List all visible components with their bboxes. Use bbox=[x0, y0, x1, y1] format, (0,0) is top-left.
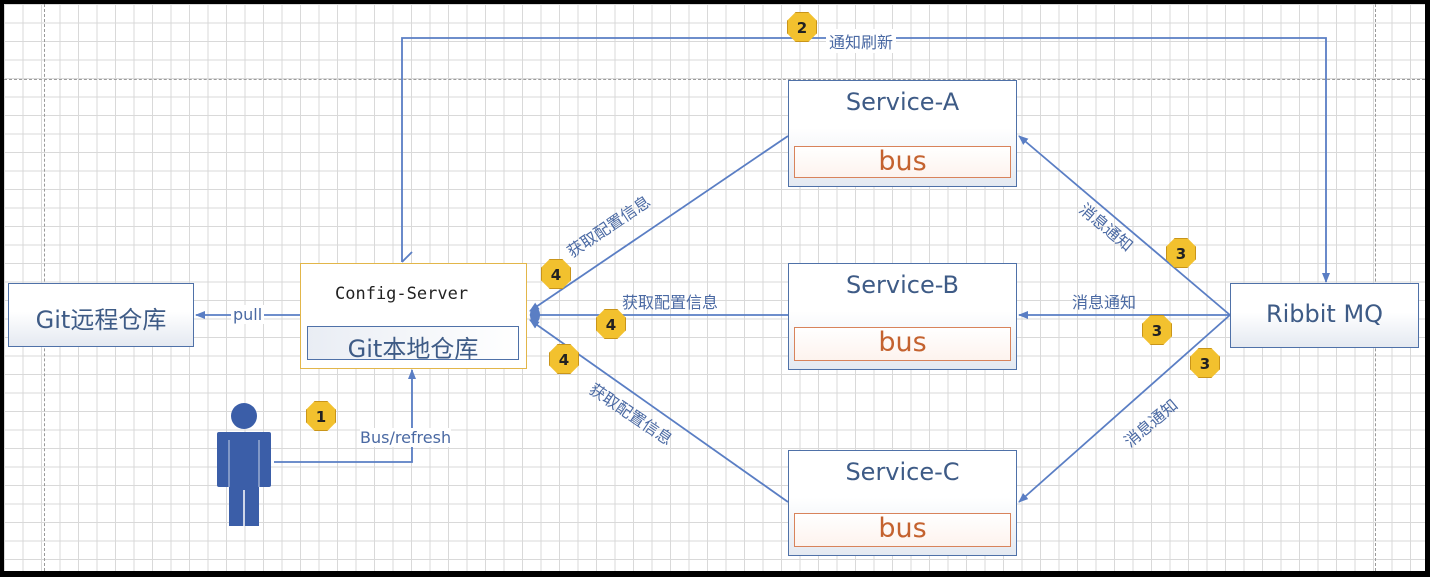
step-badge-3b: 3 bbox=[1142, 315, 1172, 345]
config-server-port bbox=[530, 307, 540, 323]
service-b-bus: bus bbox=[794, 327, 1011, 361]
connector-lines: 获取配置信息 获取配置信息 消息通知 消息通知 bbox=[195, 37, 1330, 503]
bus-refresh-arrow bbox=[274, 369, 416, 463]
service-c-node[interactable]: Service-C bus bbox=[788, 450, 1017, 556]
step-badge-4b: 4 bbox=[596, 309, 626, 339]
git-local-repo[interactable]: Git本地仓库 bbox=[307, 326, 519, 363]
rabbit-mq-node[interactable]: Ribbit MQ bbox=[1230, 283, 1419, 348]
notify-refresh-tick bbox=[401, 251, 413, 263]
bus-refresh-label: Bus/refresh bbox=[360, 428, 452, 447]
step-badge-3c: 3 bbox=[1190, 348, 1220, 378]
fetch-config-b-label: 获取配置信息 bbox=[622, 293, 719, 312]
git-remote-node[interactable]: Git远程仓库 bbox=[8, 283, 194, 347]
message-notify-c-arrow bbox=[1018, 314, 1231, 503]
step-badge-4c: 4 bbox=[549, 344, 579, 374]
notify-refresh-label: 通知刷新 bbox=[826, 29, 897, 53]
service-a-node[interactable]: Service-A bus bbox=[788, 80, 1017, 187]
fetch-config-a-arrow bbox=[529, 135, 789, 312]
service-a-bus: bus bbox=[794, 146, 1011, 178]
service-a-label: Service-A bbox=[845, 88, 960, 116]
service-c-label: Service-C bbox=[845, 458, 960, 486]
page-break-horizontal bbox=[4, 79, 1425, 80]
step-badge-3a: 3 bbox=[1166, 238, 1196, 268]
pull-label: pull bbox=[231, 305, 265, 324]
step-badge-2: 2 bbox=[787, 12, 817, 42]
step-badge-4a: 4 bbox=[541, 259, 571, 289]
config-server-label: Config-Server bbox=[335, 284, 469, 304]
config-server-node[interactable]: Config-Server Git本地仓库 bbox=[300, 263, 527, 369]
rabbit-mq-label: Ribbit MQ bbox=[1265, 300, 1384, 328]
step-badge-1: 1 bbox=[306, 401, 336, 431]
diagram-canvas: 获取配置信息 获取配置信息 消息通知 消息通知 Git远程仓库 Config-S… bbox=[4, 4, 1425, 571]
service-c-bus: bus bbox=[794, 513, 1011, 547]
git-local-label: Git本地仓库 bbox=[347, 335, 479, 363]
person-icon bbox=[217, 403, 271, 526]
git-remote-label: Git远程仓库 bbox=[35, 306, 167, 334]
message-notify-a-arrow bbox=[1018, 135, 1231, 316]
service-b-label: Service-B bbox=[846, 271, 959, 299]
service-b-node[interactable]: Service-B bus bbox=[788, 263, 1017, 370]
fetch-config-a-label: 获取配置信息 bbox=[564, 192, 654, 261]
message-notify-b-label: 消息通知 bbox=[1072, 293, 1137, 312]
